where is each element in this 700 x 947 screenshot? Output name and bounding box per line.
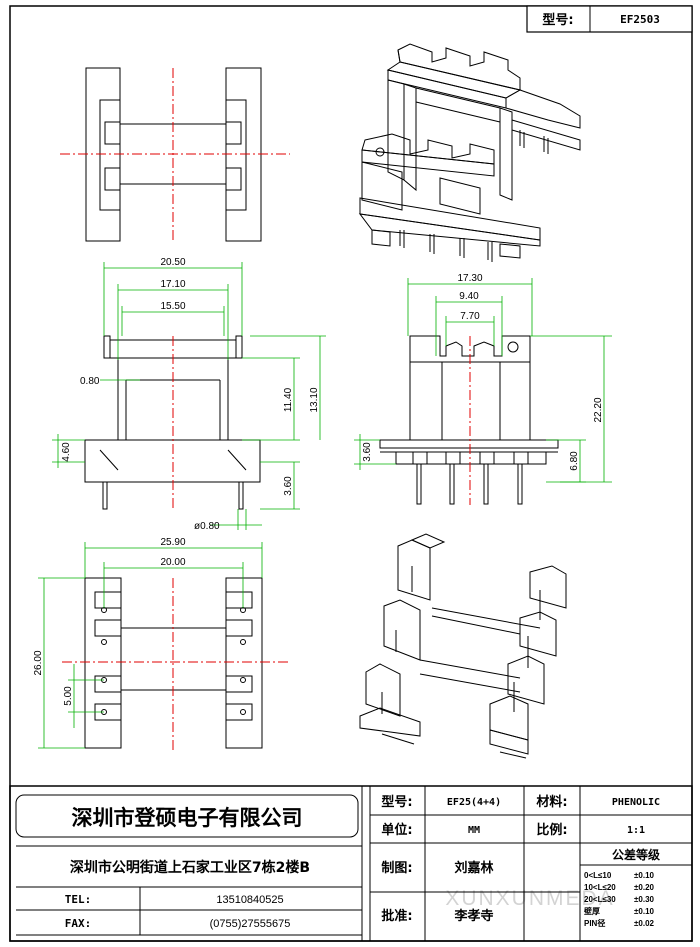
dim-front-height: 13.10 xyxy=(309,387,320,412)
dim-side-mid-width: 9.40 xyxy=(459,291,479,302)
material-value: PHENOLIC xyxy=(612,797,660,808)
sheet-border xyxy=(9,5,693,942)
scale-value: 1:1 xyxy=(627,825,645,836)
tolerance-range: 壁厚 xyxy=(584,906,600,916)
dim-side-total-height: 22.20 xyxy=(593,397,604,422)
title-block xyxy=(9,785,693,942)
tolerance-title: 公差等级 xyxy=(612,847,660,862)
dim-front-window-height: 11.40 xyxy=(283,387,294,412)
dim-bottom-pin-span: 20.00 xyxy=(160,557,185,568)
model-label: 型号: xyxy=(381,794,412,810)
dim-side-outer-width: 17.30 xyxy=(457,273,482,284)
side-view-dimensions xyxy=(354,278,612,483)
isometric-top-view xyxy=(358,43,581,262)
dim-front-base-height: 4.60 xyxy=(61,442,72,462)
dim-bottom-pin-pitch: 5.00 xyxy=(63,686,74,706)
company-name: 深圳市登硕电子有限公司 xyxy=(72,806,303,830)
dim-front-outer-width: 20.50 xyxy=(160,257,185,268)
title-block-text: 深圳市登硕电子有限公司 深圳市公明街道上石家工业区7栋2楼B TEL: 1351… xyxy=(65,794,660,930)
tolerance-value: ±0.02 xyxy=(634,919,655,928)
isometric-bottom-view xyxy=(359,533,567,759)
dim-front-pin-length: 3.60 xyxy=(283,476,294,496)
dim-front-inner-width: 15.50 xyxy=(160,301,185,312)
top-view xyxy=(60,67,290,242)
tel-label: TEL: xyxy=(65,893,92,906)
dim-pin-diameter: ø0.80 xyxy=(194,521,220,532)
header-model-label: 型号: xyxy=(542,12,573,28)
side-view xyxy=(379,335,559,505)
approved-label: 批准: xyxy=(381,908,412,924)
bottom-view-dimensions xyxy=(38,542,263,749)
dim-bottom-length: 26.00 xyxy=(33,650,44,675)
drawn-label: 制图: xyxy=(381,860,412,876)
tolerance-value: ±0.30 xyxy=(634,895,655,904)
tolerance-value: ±0.20 xyxy=(634,883,655,892)
dim-bottom-outer-width: 25.90 xyxy=(160,537,185,548)
bottom-view xyxy=(62,577,290,750)
fax-label: FAX: xyxy=(65,917,92,930)
approved-value: 李孝寺 xyxy=(453,908,493,924)
tel-value: 13510840525 xyxy=(216,894,283,906)
tolerance-value: ±0.10 xyxy=(634,871,655,880)
dim-front-wall: 0.80 xyxy=(80,376,100,387)
dim-side-pin-length: 6.80 xyxy=(569,451,580,471)
tolerance-value: ±0.10 xyxy=(634,907,655,916)
company-address: 深圳市公明街道上石家工业区7栋2楼B xyxy=(70,859,310,876)
tolerance-range: PIN径 xyxy=(584,918,605,928)
watermark: XUNXUNMEDA xyxy=(445,887,614,910)
dim-side-inner-width: 7.70 xyxy=(460,311,480,322)
fax-value: (0755)27555675 xyxy=(210,918,291,930)
dim-front-mid-width: 17.10 xyxy=(160,279,185,290)
tolerance-list: 0<L≤10 ±0.10 10<L≤20 ±0.20 20<L≤30 ±0.30… xyxy=(584,871,655,928)
tolerance-range: 20<L≤30 xyxy=(584,895,616,904)
front-view xyxy=(84,335,261,510)
drawn-value: 刘嘉林 xyxy=(454,860,493,876)
scale-label: 比例: xyxy=(536,822,567,838)
model-value: EF25(4+4) xyxy=(447,797,501,808)
header-model-box: 型号: EF2503 xyxy=(526,5,693,33)
dim-side-base-height: 3.60 xyxy=(362,442,373,462)
tolerance-range: 10<L≤20 xyxy=(584,883,616,892)
header-model-value: EF2503 xyxy=(620,13,660,26)
tolerance-range: 0<L≤10 xyxy=(584,871,612,880)
unit-label: 单位: xyxy=(381,822,412,838)
front-view-dimensions xyxy=(52,262,326,530)
unit-value: MM xyxy=(468,825,480,836)
material-label: 材料: xyxy=(536,794,567,810)
